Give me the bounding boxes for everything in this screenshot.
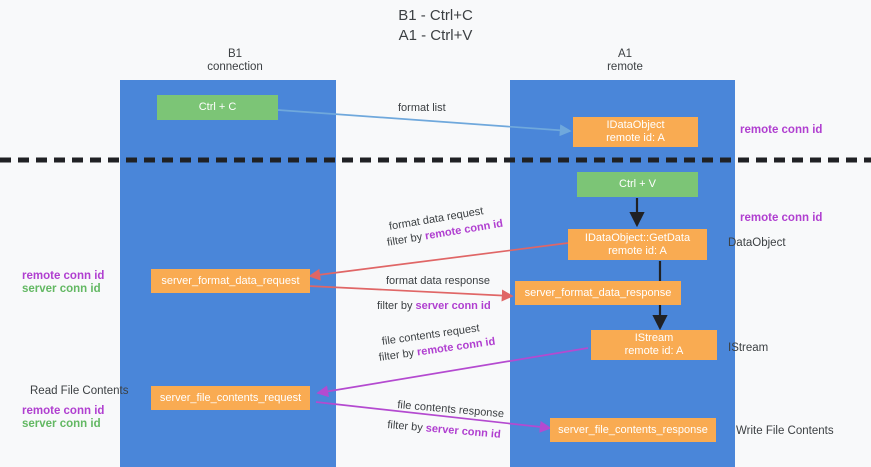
side-label-read-file-contents: Read File Contents — [30, 385, 129, 397]
label-format-data-response-filter-key: server conn id — [415, 300, 491, 312]
box-ctrl-c-label: Ctrl + C — [198, 101, 237, 113]
box-server-file-contents-response-label: server_file_contents_response — [558, 423, 708, 436]
side-label-remote-conn-top: remote conn id — [740, 124, 823, 136]
box-server-format-data-response-label: server_format_data_response — [524, 286, 672, 299]
lane-header-b1-name: B1 — [227, 48, 243, 60]
lane-header-b1: B1 connection — [120, 48, 350, 74]
side-label-dataobject: DataObject — [728, 237, 786, 249]
lane-header-a1-sub: remote — [607, 61, 643, 73]
box-server-file-contents-request-label: server_file_contents_request — [159, 391, 302, 404]
box-ctrl-v[interactable]: Ctrl + V — [577, 172, 698, 197]
arrow-file-contents-request — [316, 347, 589, 398]
box-getdata[interactable]: IDataObject::GetData remote id: A — [568, 229, 707, 260]
diagram-title: B1 - Ctrl+C A1 - Ctrl+V — [0, 6, 871, 46]
lane-header-a1: A1 remote — [510, 48, 740, 74]
lane-header-a1-name: A1 — [617, 48, 633, 60]
box-idataobject-line1: IDataObject — [606, 119, 665, 131]
label-format-data-response: format data response — [386, 275, 490, 287]
side-label-write-file-contents: Write File Contents — [736, 425, 834, 437]
title-line-2: A1 - Ctrl+V — [398, 27, 473, 44]
label-format-list: format list — [398, 102, 446, 114]
side-label-left-remote-conn: remote conn id — [22, 270, 105, 282]
box-server-format-data-request[interactable]: server_format_data_request — [151, 269, 310, 293]
arrow-format-data-response — [307, 285, 514, 302]
label-format-data-response-filter-prefix: filter by — [377, 300, 416, 312]
box-idataobject[interactable]: IDataObject remote id: A — [573, 117, 698, 147]
side-label-left-server-conn: server conn id — [22, 283, 101, 295]
box-ctrl-c[interactable]: Ctrl + C — [157, 95, 278, 120]
box-getdata-line2: remote id: A — [608, 244, 667, 257]
title-line-1: B1 - Ctrl+C — [398, 7, 473, 24]
box-server-format-data-request-label: server_format_data_request — [161, 274, 300, 287]
box-istream[interactable]: IStream remote id: A — [591, 330, 717, 360]
arrow-file-contents-response — [315, 401, 552, 433]
arrow-format-list — [277, 109, 572, 137]
label-format-data-response-filter: filter by server conn id — [377, 299, 491, 313]
box-idataobject-line2: remote id: A — [606, 132, 665, 144]
side-label-istream: IStream — [728, 342, 769, 354]
box-server-file-contents-response[interactable]: server_file_contents_response — [550, 418, 716, 442]
side-label-left-remote-conn-2: remote conn id — [22, 405, 105, 417]
lane-header-b1-sub: connection — [207, 61, 263, 73]
box-istream-line1: IStream — [634, 332, 674, 344]
box-ctrl-v-label: Ctrl + V — [619, 178, 656, 190]
side-label-left-server-conn-2: server conn id — [22, 418, 101, 430]
box-server-format-data-response[interactable]: server_format_data_response — [515, 281, 681, 305]
arrow-format-data-request — [308, 242, 569, 281]
side-label-remote-conn-mid: remote conn id — [740, 212, 823, 224]
label-file-contents-response-filter-prefix: filter by — [386, 418, 427, 435]
box-istream-line2: remote id: A — [624, 345, 684, 357]
box-getdata-line1: IDataObject::GetData — [584, 231, 691, 244]
box-server-file-contents-request[interactable]: server_file_contents_request — [151, 386, 310, 410]
